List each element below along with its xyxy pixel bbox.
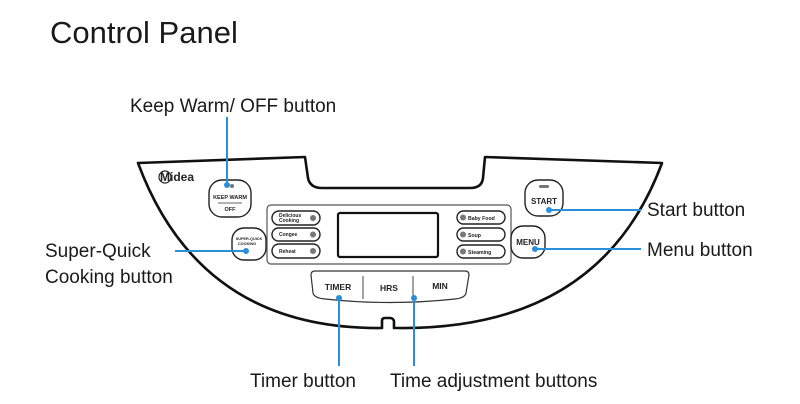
keep-warm-callout: Keep Warm/ OFF button — [130, 96, 336, 117]
program-label: Baby Food — [468, 216, 495, 222]
off-label: OFF — [225, 207, 237, 213]
timer-button[interactable]: TIMER — [325, 282, 351, 292]
keep-warm-off-button[interactable]: KEEP WARM OFF — [208, 179, 252, 218]
menu-callout: Menu button — [647, 240, 753, 261]
brand-label: Midea — [160, 170, 194, 184]
program-label: Reheat — [279, 249, 296, 255]
callout-dot — [336, 295, 342, 301]
cooking-label: COOKING — [238, 242, 256, 246]
program-label: Steaming — [468, 250, 491, 256]
indicator-light-icon — [460, 231, 466, 238]
program-baby-food[interactable]: Baby Food — [456, 210, 506, 225]
super-quick-callout-line2: Cooking button — [45, 267, 173, 288]
start-indicator-icon — [539, 185, 549, 188]
hrs-button[interactable]: HRS — [380, 283, 398, 293]
keep-warm-indicator-icon — [230, 184, 234, 188]
program-steaming[interactable]: Steaming — [456, 244, 506, 259]
indicator-light-icon — [460, 214, 466, 221]
super-quick-label: SUPER-QUICK — [236, 237, 263, 241]
time-adjust-callout: Time adjustment buttons — [390, 371, 597, 392]
timer-key-strip — [310, 270, 470, 304]
program-delicious-cooking[interactable]: Delicious Cooking — [271, 210, 321, 226]
callout-dot — [243, 248, 249, 254]
super-quick-cooking-button[interactable]: SUPER-QUICK COOKING — [231, 227, 267, 261]
keep-warm-label: KEEP WARM — [213, 195, 247, 201]
callout-dot — [532, 246, 538, 252]
midea-logo: Midea — [158, 170, 194, 184]
page-title: Control Panel — [50, 15, 238, 50]
program-reheat[interactable]: Reheat — [271, 243, 321, 259]
super-quick-callout-line1: Super-Quick — [45, 241, 151, 262]
indicator-light-icon — [310, 231, 316, 238]
panel-outline — [136, 155, 664, 330]
start-callout: Start button — [647, 200, 745, 221]
menu-label: MENU — [516, 238, 540, 247]
callout-dot — [411, 295, 417, 301]
timer-callout: Timer button — [250, 371, 356, 392]
callout-dot — [546, 207, 552, 213]
indicator-light-icon — [460, 248, 466, 255]
indicator-light-icon — [310, 248, 316, 254]
min-button[interactable]: MIN — [432, 281, 448, 291]
menu-button[interactable]: MENU — [510, 225, 546, 259]
program-label: Congee — [279, 232, 298, 238]
program-soup[interactable]: Soup — [456, 227, 506, 242]
callout-dot — [224, 182, 230, 188]
program-label: Soup — [468, 233, 481, 239]
indicator-light-icon — [310, 215, 316, 221]
lcd-display — [336, 211, 440, 259]
program-label: Cooking — [279, 218, 299, 224]
program-label: Delicious — [279, 213, 301, 219]
start-label: START — [531, 197, 557, 206]
program-congee[interactable]: Congee — [271, 227, 321, 242]
start-button[interactable]: START — [524, 179, 564, 217]
